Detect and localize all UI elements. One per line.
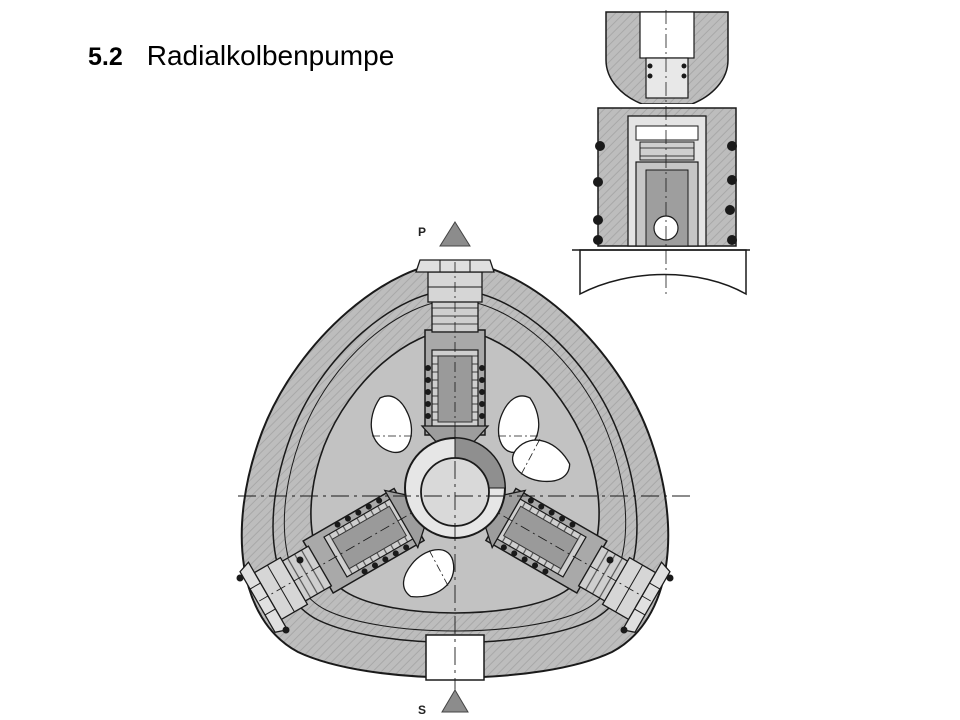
pressure-port-label: P	[418, 225, 426, 239]
piston-unit-top	[415, 259, 495, 447]
suction-port-arrow	[441, 689, 469, 713]
page-heading: 5.2 Radialkolbenpumpe	[88, 40, 394, 72]
pressure-port: P	[418, 221, 471, 247]
section-title: Radialkolbenpumpe	[146, 40, 395, 71]
detail-view	[572, 10, 750, 296]
suction-port-label: S	[418, 703, 426, 717]
suction-port: S	[418, 689, 469, 717]
section-number: 5.2	[88, 43, 123, 71]
pump-cross-section	[236, 259, 690, 690]
pressure-port-arrow	[439, 221, 471, 247]
